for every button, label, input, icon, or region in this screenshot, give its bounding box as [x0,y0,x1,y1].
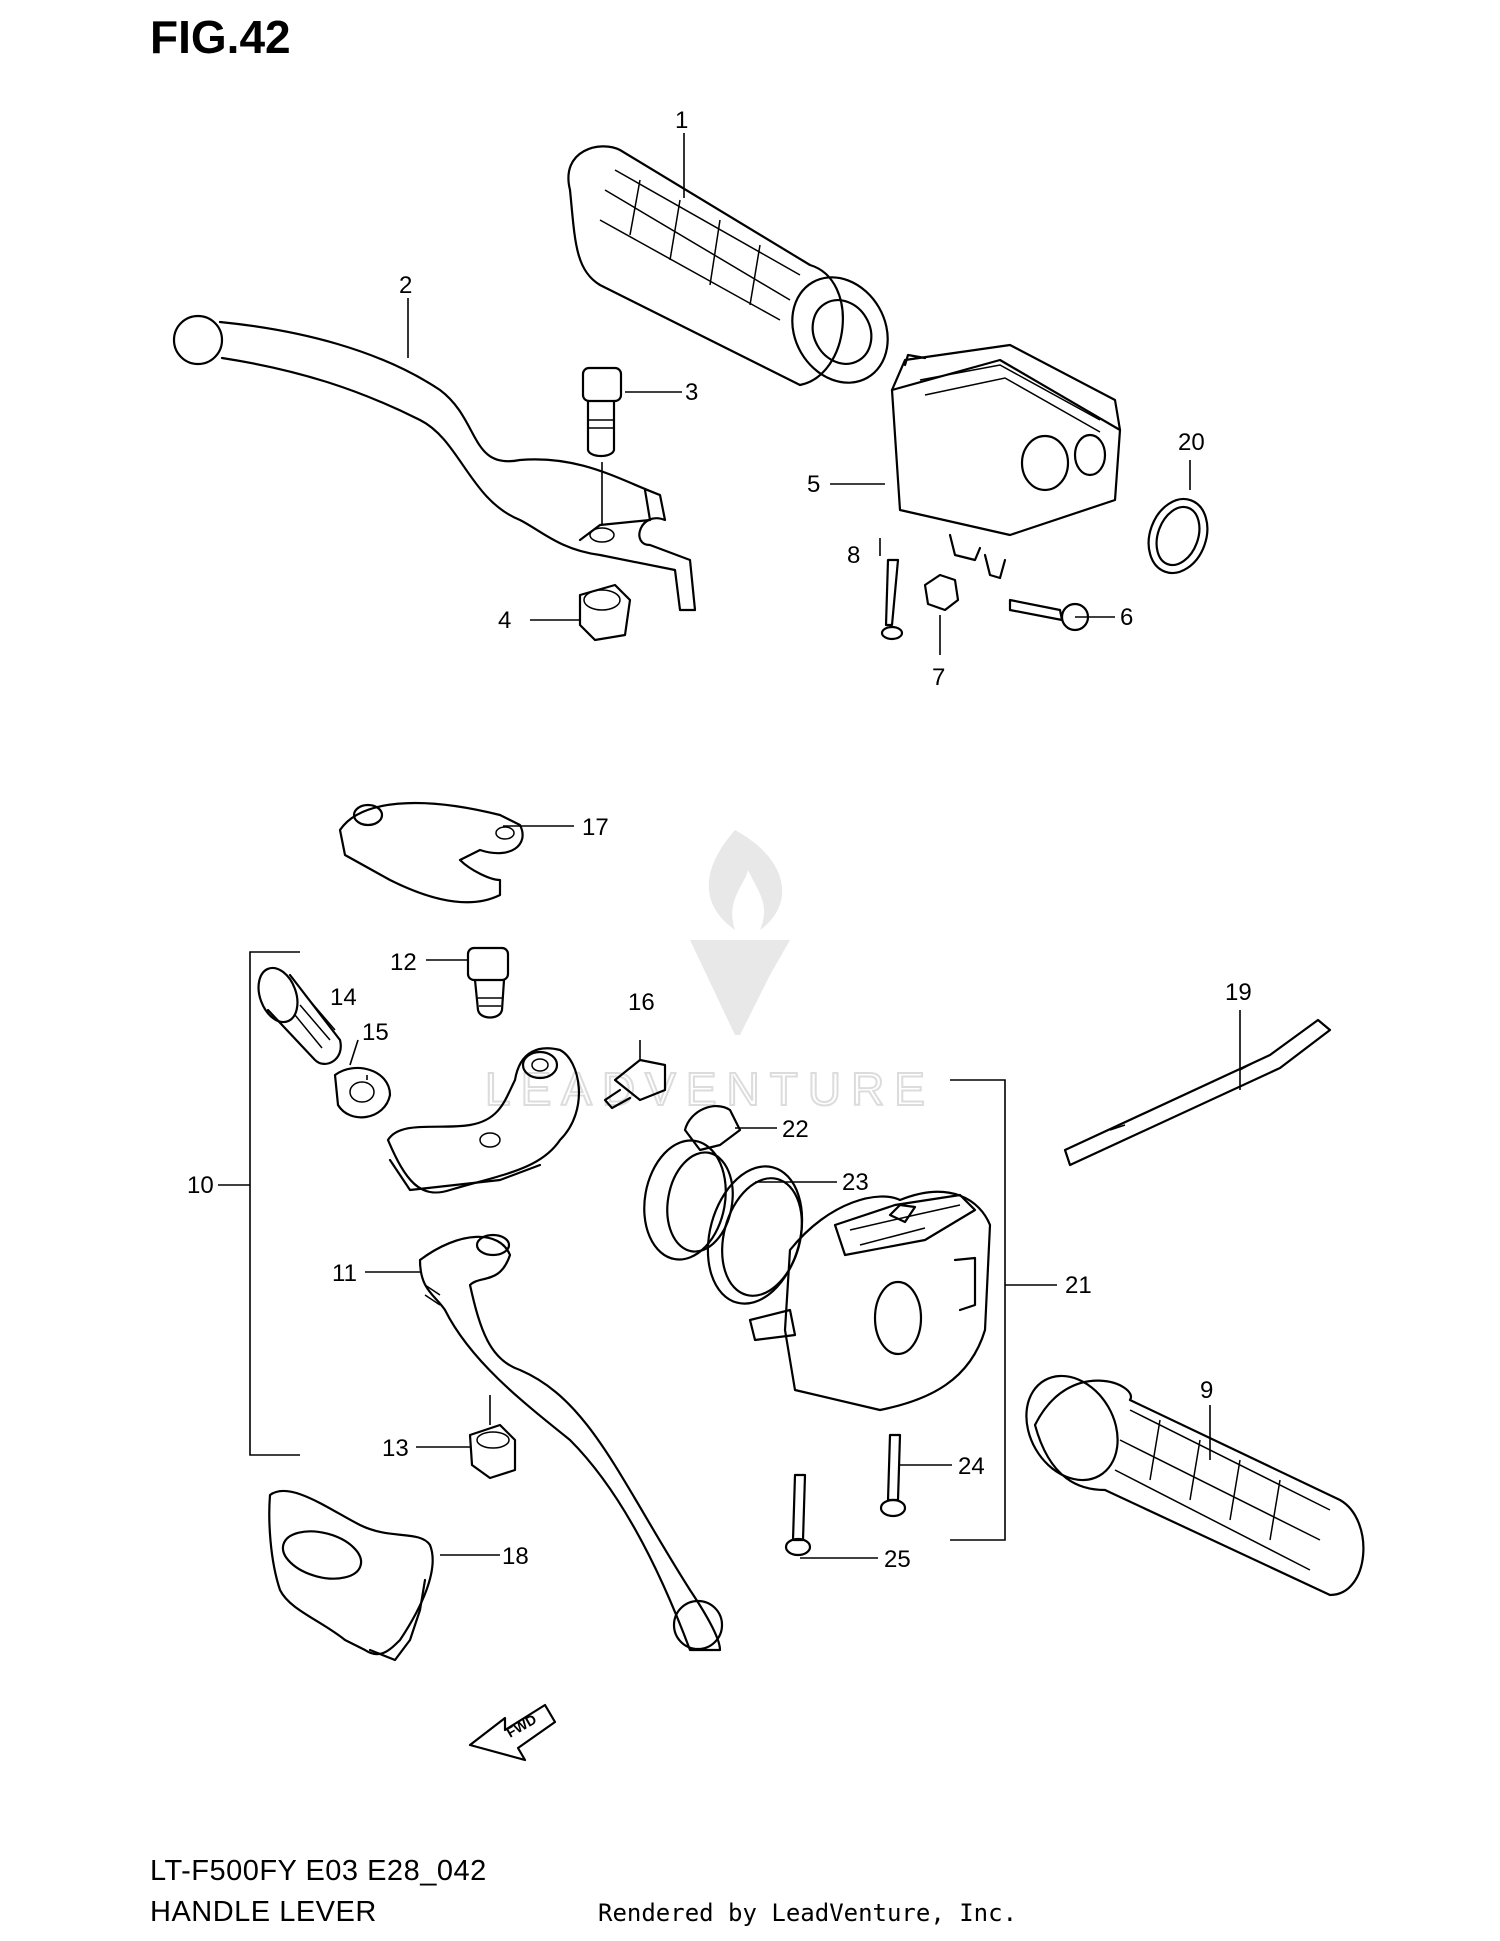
part-9-grip [1025,1374,1365,1597]
part-21-throttle-housing [748,1190,992,1412]
part-25-screw [784,1473,812,1557]
callout-12: 12 [390,949,417,976]
callout-7: 7 [932,664,945,691]
part-4-nut [578,583,632,642]
part-22-clip [683,1105,742,1152]
callout-14: 14 [330,984,357,1011]
callout-1: 1 [675,107,688,134]
part-13-nut [468,1423,517,1480]
assembly-bracket-21 [950,1079,1057,1541]
callout-6: 6 [1120,604,1133,631]
part-7-nut [923,573,960,612]
part-18-cover [268,1489,434,1662]
callout-23: 23 [842,1169,869,1196]
callout-25: 25 [884,1546,911,1573]
callout-labels: 1 2 3 4 5 6 7 8 9 10 11 12 13 14 15 16 1… [187,107,1252,1573]
part-24-screw [879,1433,907,1518]
part-20-o-ring [1147,497,1209,575]
part-12-bolt [466,946,510,1019]
leadventure-watermark: LEADVENTURE [484,830,935,1116]
callout-8: 8 [847,542,860,569]
part-11-lever [418,1233,724,1652]
callout-5: 5 [807,471,820,498]
figure-name: HANDLE LEVER [150,1896,377,1928]
part-19-cable-tie [1063,1018,1332,1167]
watermark-text: LEADVENTURE [485,1063,935,1115]
part-3-bolt [581,366,623,458]
callout-3: 3 [685,379,698,406]
part-15-locknut [333,1066,392,1119]
callout-10: 10 [187,1172,214,1199]
callout-9: 9 [1200,1377,1213,1404]
part-8-screw [880,558,904,641]
callout-4: 4 [498,607,511,634]
callout-17: 17 [582,814,609,841]
model-code: LT-F500FY E03 E28_042 [150,1855,487,1887]
callout-18: 18 [502,1543,529,1570]
part-16-screw [603,1058,667,1110]
callout-21: 21 [1065,1272,1092,1299]
callout-24: 24 [958,1453,985,1480]
part-2-lever [172,314,697,612]
rendered-by-credit: Rendered by LeadVenture, Inc. [598,1899,1018,1927]
assembly-bracket-10 [218,951,300,1456]
callout-13: 13 [382,1435,409,1462]
figure-title: FIG.42 [150,11,291,63]
leader-lines [349,133,1241,1559]
part-14-adjuster [257,966,342,1065]
callout-2: 2 [399,272,412,299]
part-1-grip [567,145,889,387]
part-5-switch-housing [890,343,1122,580]
part-23-collar [643,1139,804,1305]
part-6-screw [1008,598,1090,632]
part-10-lever-bracket [386,1047,581,1194]
callout-11: 11 [332,1260,357,1287]
part-17-bracket [338,801,524,904]
callout-16: 16 [628,989,655,1016]
callout-22: 22 [782,1116,809,1143]
callout-19: 19 [1225,979,1252,1006]
fwd-arrow: FWD [468,1703,557,1762]
callout-20: 20 [1178,429,1205,456]
callout-15: 15 [362,1019,389,1046]
